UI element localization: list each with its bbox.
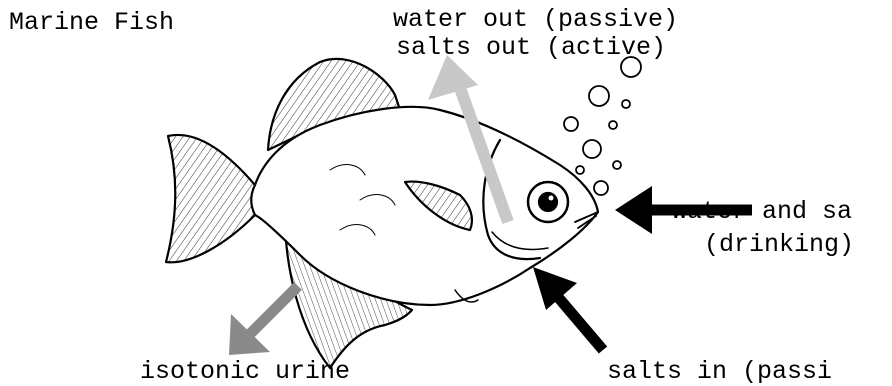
label-salts-in: salts in (passi	[607, 359, 832, 385]
label-salts-out: salts out (active)	[396, 35, 666, 61]
label-water-out: water out (passive)	[393, 7, 678, 33]
tail-fin	[166, 135, 255, 262]
bubbles	[564, 57, 641, 195]
diagram-title: Marine Fish	[9, 10, 174, 36]
label-isotonic-urine: isotonic urine	[140, 359, 350, 385]
arrow-upleft-black	[533, 267, 603, 350]
arrow-downleft-gray	[229, 286, 298, 355]
label-drinking: (drinking)	[704, 232, 854, 258]
label-water-and-salts-in: water and sa	[672, 199, 852, 225]
